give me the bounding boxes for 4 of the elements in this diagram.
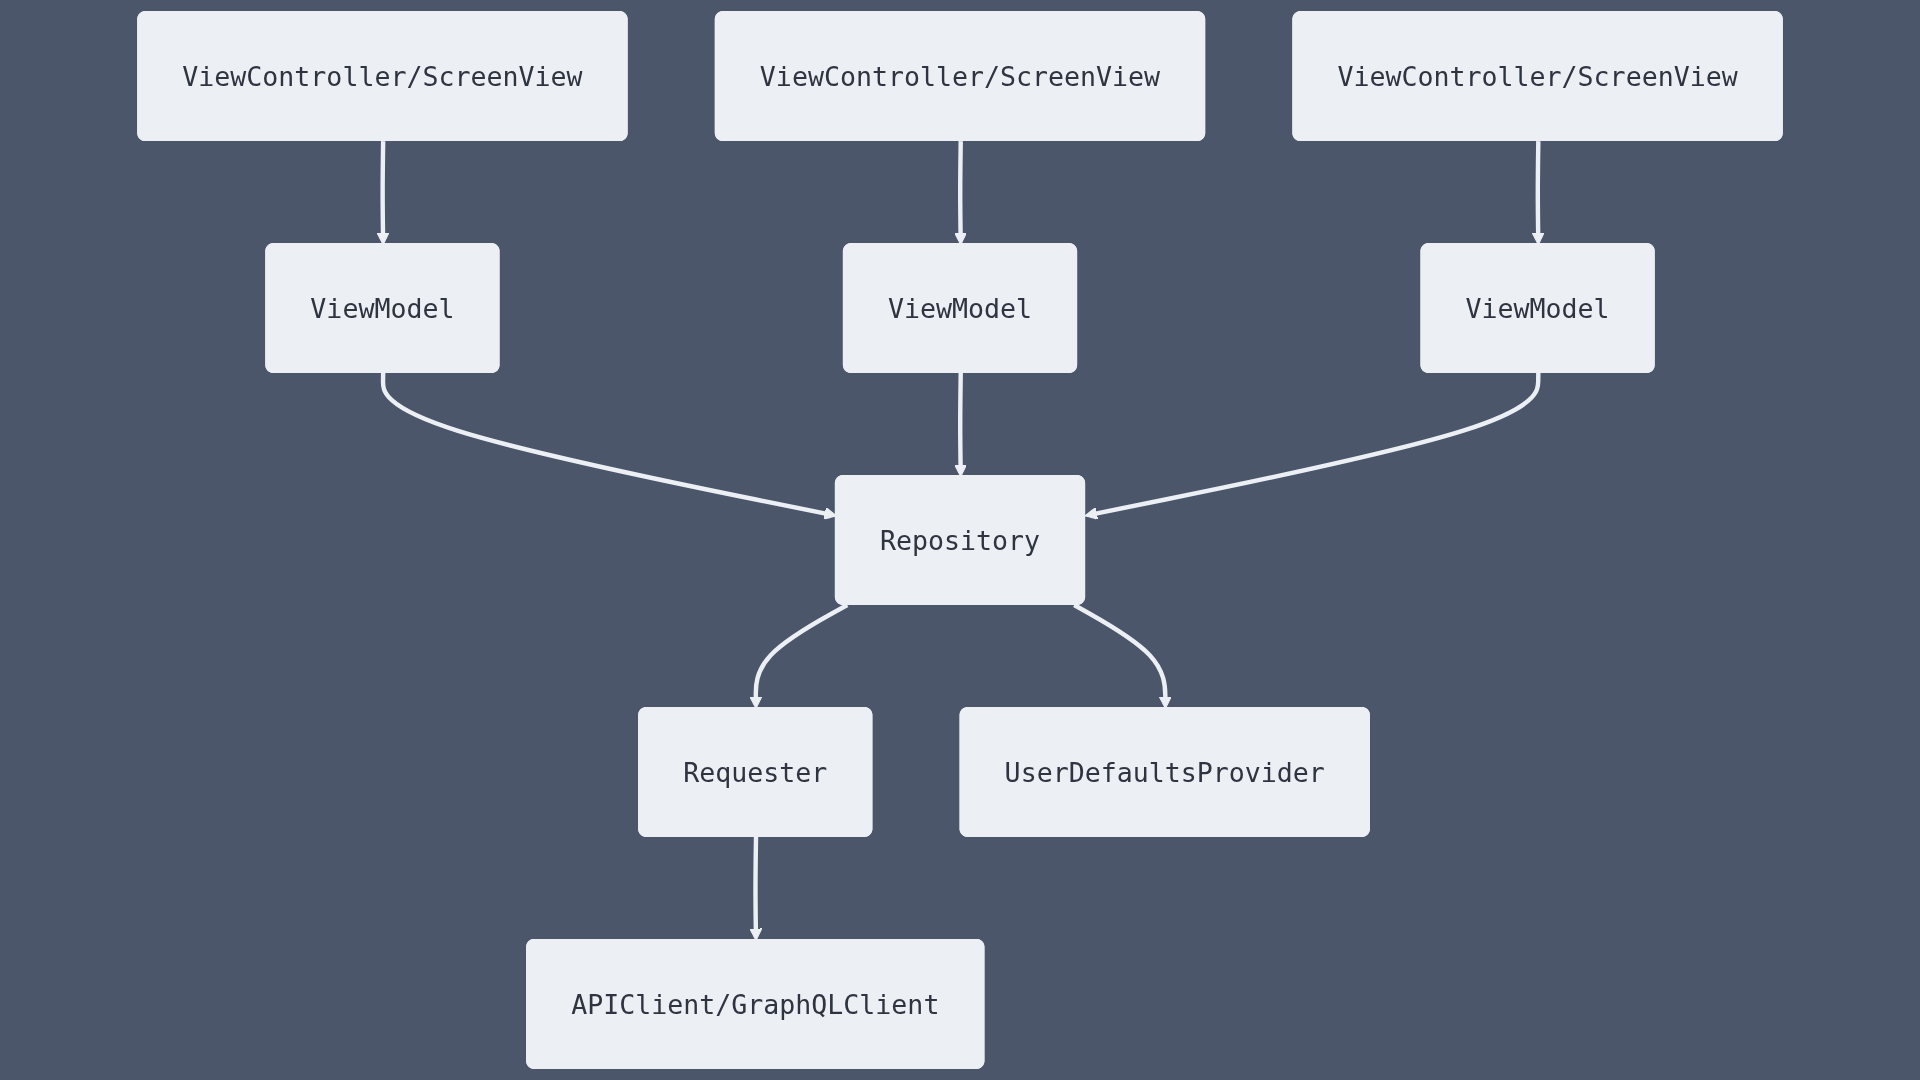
arrow — [749, 836, 763, 941]
arrow — [1084, 373, 1541, 520]
arrow — [1073, 603, 1172, 709]
arrow — [749, 603, 849, 709]
